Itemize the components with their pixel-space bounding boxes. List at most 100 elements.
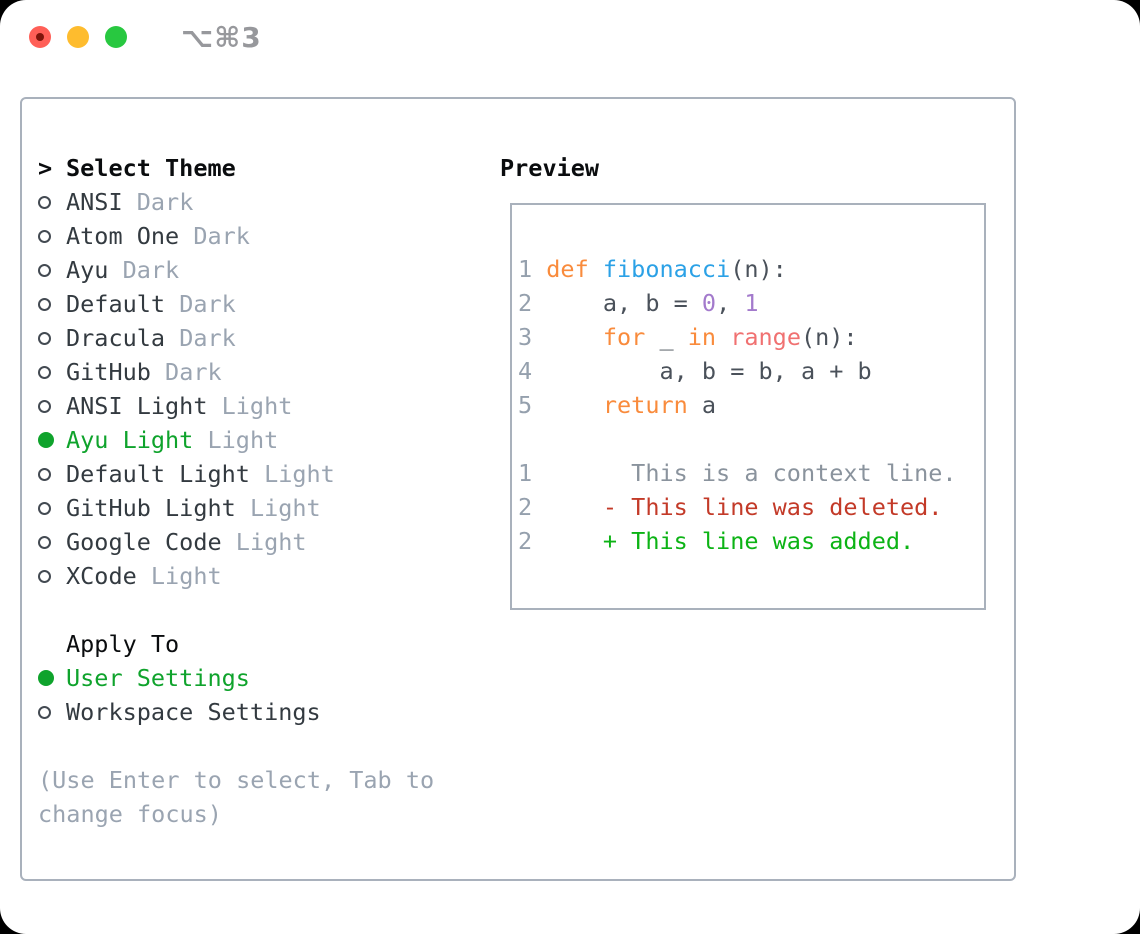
token-plain: (n): — [730, 255, 787, 283]
theme-option-label: XCode Light — [66, 559, 222, 593]
token-plain: , — [716, 289, 745, 317]
theme-option-label: Ayu Dark — [66, 253, 179, 287]
theme-option-label: Ayu Light Light — [66, 423, 278, 457]
blank-line — [518, 422, 984, 456]
maximize-button[interactable] — [105, 26, 127, 48]
unsaved-indicator-icon — [36, 33, 44, 41]
theme-option-github-light-light[interactable]: GitHub Light Light — [38, 491, 500, 525]
diff-context-text: This is a context line. — [546, 459, 957, 487]
token-plain — [546, 323, 603, 351]
code-line-4: 4 a, b = b, a + b — [518, 354, 984, 388]
theme-option-ayu-dark[interactable]: Ayu Dark — [38, 253, 500, 287]
theme-option-label: Atom One Dark — [66, 219, 250, 253]
token-plain — [716, 323, 730, 351]
radio-marker — [38, 297, 66, 311]
theme-option-github-dark[interactable]: GitHub Dark — [38, 355, 500, 389]
theme-variant-badge: Light — [221, 392, 293, 420]
code-line-5: 5 return a — [518, 388, 984, 422]
theme-list-title: Select Theme — [66, 154, 236, 182]
radio-selected-icon — [38, 432, 54, 448]
theme-name: ANSI Light — [66, 392, 208, 420]
radio-marker — [38, 569, 66, 583]
apply-option-label: User Settings — [66, 664, 250, 692]
theme-variant-badge: Light — [249, 494, 321, 522]
preview-title: Preview — [500, 154, 600, 182]
theme-name: GitHub — [66, 358, 151, 386]
theme-name: Ayu Light — [66, 426, 194, 454]
diff-line-context: 1 This is a context line. — [518, 456, 984, 490]
theme-variant-badge: Dark — [165, 358, 222, 386]
theme-variant-badge: Light — [235, 528, 307, 556]
theme-option-label: Default Light Light — [66, 457, 335, 491]
token-keyword: return — [602, 391, 688, 419]
theme-variant-badge: Dark — [179, 324, 236, 352]
radio-icon — [38, 365, 51, 379]
theme-variant-badge: Dark — [179, 290, 236, 318]
prompt-marker: > — [38, 151, 66, 185]
diff-line-added: 2 + This line was added. — [518, 524, 984, 558]
radio-marker — [38, 229, 66, 243]
theme-option-default-light-light[interactable]: Default Light Light — [38, 457, 500, 491]
token-plain: (n): — [800, 323, 858, 351]
theme-option-label: Default Dark — [66, 287, 236, 321]
help-text: (Use Enter to select, Tab to change focu… — [38, 766, 435, 828]
theme-option-label: GitHub Dark — [66, 355, 222, 389]
radio-icon — [38, 229, 51, 243]
token-plain: _ — [645, 323, 688, 351]
line-number: 2 — [518, 289, 533, 317]
radio-marker — [38, 365, 66, 379]
radio-marker — [38, 467, 66, 481]
apply-option-label: Workspace Settings — [66, 698, 321, 726]
theme-name: Ayu — [66, 256, 109, 284]
theme-option-ayu-light-light[interactable]: Ayu Light Light — [38, 423, 500, 457]
titlebar: ⌥⌘3 — [0, 0, 1140, 74]
theme-option-atom-one-dark[interactable]: Atom One Dark — [38, 219, 500, 253]
token-plain: a — [687, 391, 717, 419]
token-keyword: def — [546, 255, 589, 283]
radio-icon — [38, 331, 51, 345]
theme-option-google-code-light[interactable]: Google Code Light — [38, 525, 500, 559]
theme-option-default-dark[interactable]: Default Dark — [38, 287, 500, 321]
apply-option-user-settings[interactable]: User Settings — [38, 661, 500, 695]
radio-marker — [38, 399, 66, 413]
diff-line-deleted: 2 - This line was deleted. — [518, 490, 984, 524]
apply-to-title: Apply To — [66, 630, 180, 658]
theme-option-xcode-light[interactable]: XCode Light — [38, 559, 500, 593]
token-builtin: range — [730, 323, 801, 351]
radio-icon — [38, 195, 51, 209]
radio-icon — [38, 467, 51, 481]
diff-added-text: + This line was added. — [546, 527, 915, 555]
radio-icon — [38, 399, 51, 413]
line-number: 1 — [518, 459, 533, 487]
theme-option-label: ANSI Light Light — [66, 389, 292, 423]
token-number: 0 — [701, 289, 717, 317]
line-number: 2 — [518, 493, 533, 521]
token-plain — [546, 391, 603, 419]
radio-marker — [38, 432, 66, 448]
theme-option-dracula-dark[interactable]: Dracula Dark — [38, 321, 500, 355]
theme-option-ansi-light-light[interactable]: ANSI Light Light — [38, 389, 500, 423]
line-number: 4 — [518, 357, 533, 385]
radio-icon — [38, 569, 51, 583]
minimize-button[interactable] — [67, 26, 89, 48]
theme-name: XCode — [66, 562, 137, 590]
theme-list-header-row: > Select Theme — [38, 151, 500, 185]
apply-option-workspace-settings[interactable]: Workspace Settings — [38, 695, 500, 729]
spacer — [38, 729, 500, 763]
theme-option-label: Google Code Light — [66, 525, 307, 559]
theme-variant-badge: Dark — [136, 188, 194, 216]
theme-option-ansi-dark[interactable]: ANSI Dark — [38, 185, 500, 219]
radio-marker — [38, 263, 66, 277]
spacer — [38, 593, 500, 627]
theme-variant-badge: Light — [150, 562, 222, 590]
close-button[interactable] — [29, 26, 51, 48]
theme-variant-badge: Dark — [122, 256, 180, 284]
theme-name: Default Light — [66, 460, 250, 488]
radio-marker — [38, 331, 66, 345]
code-line-2: 2 a, b = 0, 1 — [518, 286, 984, 320]
token-keyword: in — [687, 323, 717, 351]
